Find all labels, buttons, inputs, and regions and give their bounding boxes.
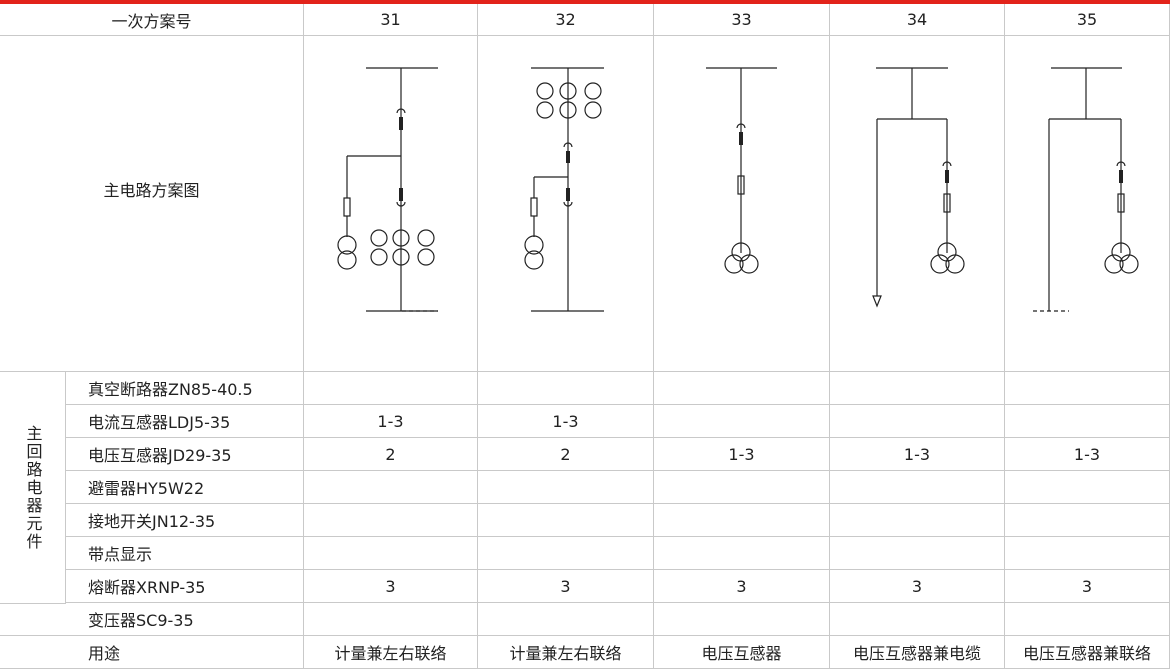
component-row-value-2 — [478, 504, 654, 537]
component-row-label: 避雷器HY5W22 — [66, 471, 304, 504]
component-row-value-1: 1-3 — [304, 405, 478, 438]
diagram-row-label: 主电路方案图 — [0, 36, 304, 372]
component-row-value-3 — [654, 471, 830, 504]
component-row-value-5 — [1005, 537, 1170, 570]
diagram-cell-34 — [830, 36, 1005, 372]
transformer-row-value-5 — [1005, 603, 1170, 636]
circuit-diagram-33 — [706, 67, 777, 274]
circuit-diagram-35 — [1033, 67, 1139, 312]
transformer-row-value-4 — [830, 603, 1005, 636]
component-row-value-4 — [830, 504, 1005, 537]
component-row-value-1 — [304, 471, 478, 504]
component-row-value-5: 1-3 — [1005, 438, 1170, 471]
component-row-label: 接地开关JN12-35 — [66, 504, 304, 537]
component-group-label: 主回路电器元件 — [0, 372, 66, 604]
component-row-value-2 — [478, 537, 654, 570]
usage-row-value-4: 电压互感器兼电缆 — [830, 636, 1005, 669]
component-row-value-1: 2 — [304, 438, 478, 471]
header-scheme-31: 31 — [304, 4, 478, 36]
component-row-value-5 — [1005, 471, 1170, 504]
component-row-value-4: 3 — [830, 570, 1005, 603]
diagram-cell-31 — [304, 36, 478, 372]
component-row-value-3 — [654, 372, 830, 405]
component-group-text: 主回路电器元件 — [23, 424, 43, 551]
component-row-label: 真空断路器ZN85-40.5 — [66, 372, 304, 405]
header-scheme-35: 35 — [1005, 4, 1170, 36]
component-row-value-4 — [830, 405, 1005, 438]
component-row-value-1 — [304, 372, 478, 405]
component-row-value-2: 1-3 — [478, 405, 654, 438]
component-row-value-4 — [830, 537, 1005, 570]
component-row-value-2: 3 — [478, 570, 654, 603]
circuit-diagram-32 — [524, 67, 604, 312]
component-row-value-4 — [830, 372, 1005, 405]
diagram-cell-33 — [654, 36, 830, 372]
circuit-diagram-34 — [872, 67, 965, 308]
component-row-value-2 — [478, 372, 654, 405]
component-row-value-3: 3 — [654, 570, 830, 603]
usage-row-value-2: 计量兼左右联络 — [478, 636, 654, 669]
transformer-row-label: 变压器SC9-35 — [0, 603, 304, 636]
diagram-cell-32 — [478, 36, 654, 372]
component-row-label: 电流互感器LDJ5-35 — [66, 405, 304, 438]
component-row-value-2: 2 — [478, 438, 654, 471]
header-scheme-34: 34 — [830, 4, 1005, 36]
transformer-row-value-1 — [304, 603, 478, 636]
component-row-value-5 — [1005, 372, 1170, 405]
transformer-row-value-2 — [478, 603, 654, 636]
circuit-diagram-31 — [337, 67, 438, 312]
component-row-value-4 — [830, 471, 1005, 504]
component-row-label: 电压互感器JD29-35 — [66, 438, 304, 471]
component-row-value-1: 3 — [304, 570, 478, 603]
component-row-value-5 — [1005, 405, 1170, 438]
component-row-value-3 — [654, 504, 830, 537]
component-row-label: 熔断器XRNP-35 — [66, 570, 304, 603]
component-row-value-3: 1-3 — [654, 438, 830, 471]
usage-row-value-3: 电压互感器 — [654, 636, 830, 669]
component-row-value-5: 3 — [1005, 570, 1170, 603]
component-row-value-2 — [478, 471, 654, 504]
component-row-value-4: 1-3 — [830, 438, 1005, 471]
component-row-value-1 — [304, 537, 478, 570]
transformer-row-value-3 — [654, 603, 830, 636]
component-row-value-1 — [304, 504, 478, 537]
component-row-value-5 — [1005, 504, 1170, 537]
header-label: 一次方案号 — [0, 4, 304, 36]
usage-row-label: 用途 — [0, 636, 304, 669]
header-scheme-33: 33 — [654, 4, 830, 36]
usage-row-value-1: 计量兼左右联络 — [304, 636, 478, 669]
component-row-label: 带点显示 — [66, 537, 304, 570]
header-scheme-32: 32 — [478, 4, 654, 36]
top-accent-bar — [0, 0, 1170, 4]
component-row-value-3 — [654, 537, 830, 570]
component-row-value-3 — [654, 405, 830, 438]
usage-row-value-5: 电压互感器兼联络 — [1005, 636, 1170, 669]
